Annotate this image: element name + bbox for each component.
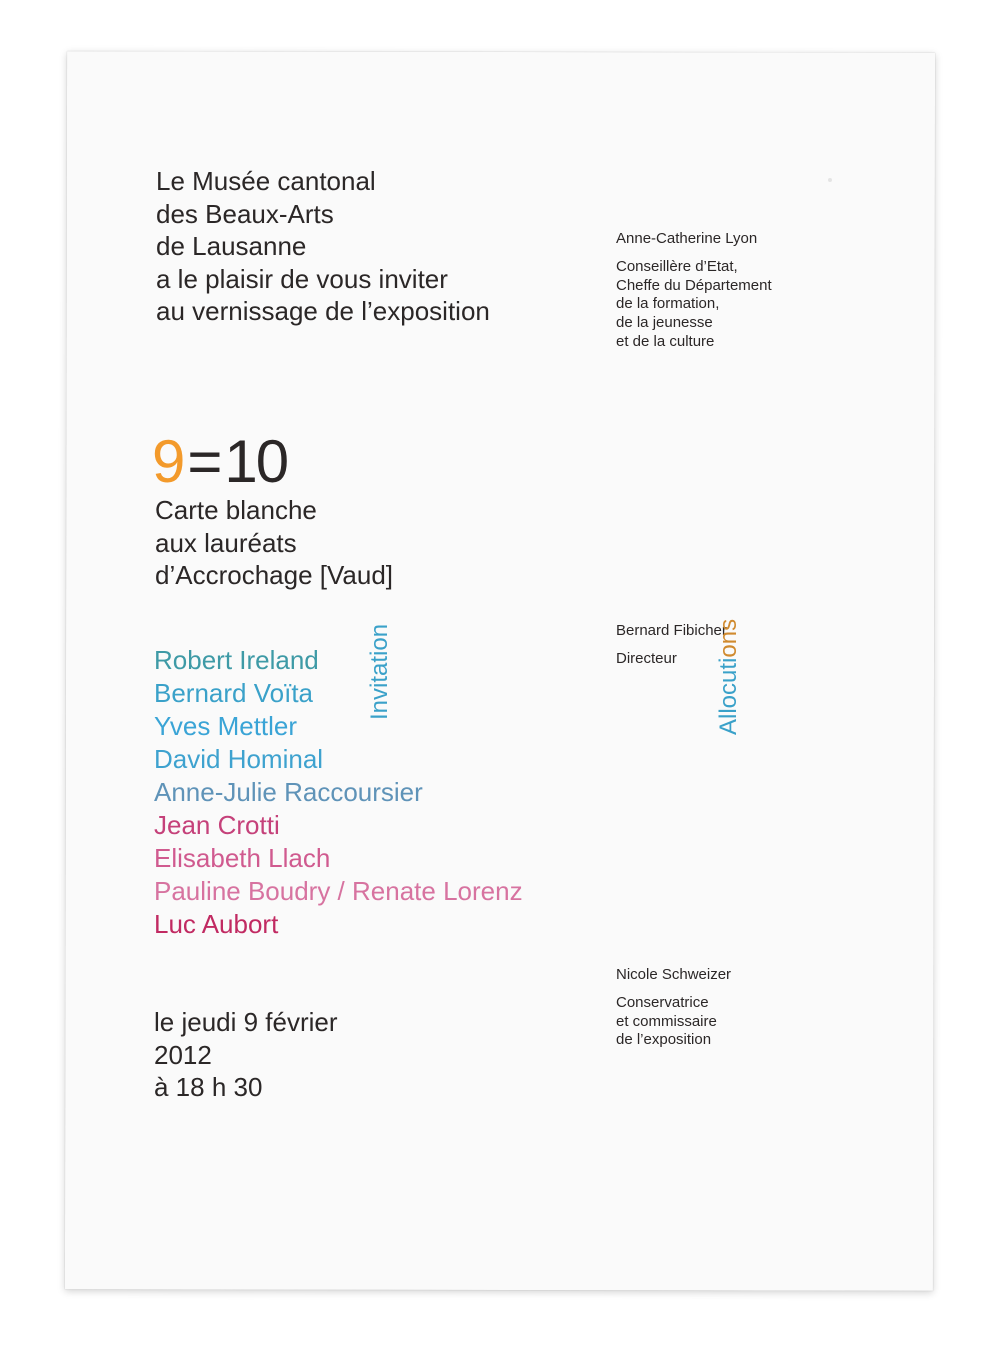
artist-name: Anne-Julie Raccoursier	[154, 777, 423, 807]
title-ten: 10	[224, 428, 289, 495]
artist-name: Jean Crotti	[154, 810, 280, 840]
exhibition-subtitle: Carte blanche aux lauréats d’Accrochage …	[155, 494, 393, 592]
speaker-name: Nicole Schweizer	[616, 966, 732, 983]
date-line: 2012	[154, 1039, 212, 1070]
speaker-role: Conservatrice et commissaire de l’exposi…	[616, 994, 731, 1050]
title-nine: 9	[152, 428, 185, 495]
artist-name: Luc Aubort	[154, 909, 279, 939]
intro-line: de Lausanne	[156, 231, 307, 261]
date-line: le jeudi 9 février	[154, 1007, 338, 1037]
artist-list: Robert Ireland Bernard Voïta Yves Mettle…	[154, 644, 523, 941]
subtitle-line: aux lauréats	[155, 527, 297, 558]
title-equals: =	[187, 428, 222, 495]
intro-line: au vernissage de l’exposition	[156, 296, 490, 326]
allocutions-label: Allocutions	[715, 619, 743, 735]
intro-line: a le plaisir de vous inviter	[156, 263, 448, 294]
intro-line: des Beaux-Arts	[156, 198, 334, 229]
subtitle-line: Carte blanche	[155, 495, 317, 525]
allocutions-label-part-a: Allocuti	[715, 657, 742, 735]
date-line: à 18 h 30	[154, 1072, 263, 1102]
speaker-schweizer: Nicole Schweizer Conservatrice et commis…	[616, 966, 731, 1050]
speaker-role-line: Conseillère d’Etat,	[616, 257, 738, 275]
artist-name: David Hominal	[154, 744, 324, 774]
event-date: le jeudi 9 février 2012 à 18 h 30	[154, 1006, 338, 1104]
speaker-role-line: de la jeunesse	[616, 314, 713, 332]
speaker-lyon: Anne-Catherine Lyon Conseillère d’Etat, …	[616, 230, 772, 352]
speaker-role: Conseillère d’Etat, Cheffe du Départemen…	[616, 258, 772, 352]
artist-name: Elisabeth Llach	[154, 843, 331, 873]
speaker-role-line: Directeur	[616, 649, 677, 667]
speaker-role-line: de l’exposition	[616, 1031, 712, 1049]
subtitle-line: d’Accrochage [Vaud]	[155, 560, 393, 590]
exhibition-title: 9=10	[152, 426, 289, 498]
speaker-name: Bernard Fibicher	[616, 622, 727, 639]
artist-name: Yves Mettler	[154, 711, 298, 741]
artist-name: Bernard Voïta	[154, 678, 313, 708]
artist-name: Robert Ireland	[154, 645, 319, 675]
speaker-role-line: et de la culture	[616, 332, 715, 350]
intro-line: Le Musée cantonal	[156, 166, 376, 196]
speaker-fibicher: Bernard Fibicher Directeur	[616, 622, 727, 669]
speaker-role: Directeur	[616, 650, 727, 669]
allocutions-label-part-b: ons	[715, 618, 742, 658]
paper-speck	[828, 178, 832, 182]
speaker-role-line: Cheffe du Département	[616, 276, 772, 294]
intro-text: Le Musée cantonal des Beaux-Arts de Laus…	[156, 165, 490, 328]
artist-name: Pauline Boudry / Renate Lorenz	[154, 876, 523, 906]
speaker-name: Anne-Catherine Lyon	[616, 230, 758, 247]
speaker-role-line: Conservatrice	[616, 993, 709, 1011]
speaker-role-line: de la formation,	[616, 295, 720, 313]
speaker-role-line: et commissaire	[616, 1012, 717, 1030]
